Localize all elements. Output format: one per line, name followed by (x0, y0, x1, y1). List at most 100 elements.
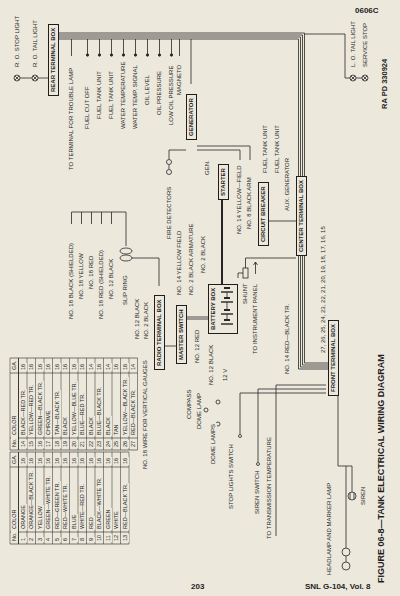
wire-harness (222, 200, 223, 284)
color-table-grid (10, 358, 138, 544)
box-label: CENTER TERMINAL BOX (298, 180, 305, 252)
label-text: SLIP RING (122, 274, 129, 306)
sensor-wire (134, 54, 136, 56)
wire-harness (187, 317, 208, 319)
box-label: BATTERY BOX (210, 288, 217, 330)
label-text: 12 V (222, 368, 229, 382)
front-wire (240, 393, 241, 434)
table-rule (103, 358, 104, 450)
battery-symbol (227, 302, 228, 310)
label-text: SNL G-104, Vol. 8 (304, 582, 372, 592)
table-cell: 22 (88, 440, 95, 448)
label-text: NO. 18 RED (SHIELDED) (98, 249, 105, 320)
table-cell: BLUE—RED TR. (79, 392, 86, 436)
label-text: GEN. (204, 159, 211, 176)
sensor-wire (158, 54, 160, 56)
table-cell: GREEN (105, 508, 112, 530)
lamp-symbol (362, 75, 368, 81)
sensor-wire (87, 39, 88, 56)
battery-symbol (227, 314, 228, 320)
shunt-symbol (243, 268, 248, 278)
table-cell: RED—BLACK TR. (130, 389, 137, 436)
label-text: NO. 14 YELLOW—FIELD (236, 164, 243, 235)
table-rule (129, 452, 130, 544)
table-cell: 9 (88, 537, 95, 542)
table-rule (10, 438, 138, 439)
box-label: RADIO TERMINAL BOX (156, 299, 163, 366)
slip-ring-symbol (120, 248, 132, 254)
front-wire (338, 396, 352, 492)
lamp-symbol (14, 75, 20, 81)
table-rule (10, 450, 138, 451)
label-text: NO. 2 BLACK (143, 301, 150, 340)
table-cell: GA. (11, 454, 18, 465)
table-cell: 21 (79, 440, 86, 448)
table-rule (86, 358, 87, 450)
table-rule (10, 467, 129, 468)
fire-detector-symbol (169, 165, 170, 169)
sensor-wire (111, 39, 112, 56)
table-cell: 25 (113, 440, 120, 448)
label-text: SERVICE STOP (362, 22, 369, 68)
table-cell: 16 (37, 440, 44, 448)
fire-detector-symbol (169, 150, 186, 159)
table-cell: 19 (62, 440, 69, 448)
slip-ring-symbol (111, 212, 112, 224)
label-text: FUEL TANK UNIT (108, 70, 115, 120)
wire (221, 200, 223, 284)
table-cell: 16 (28, 363, 35, 371)
table-cell: TAN—BLACK TR. (54, 390, 61, 436)
lamp-symbol (356, 78, 362, 79)
terminal-box: CENTER TERMINAL BOX (296, 176, 307, 256)
wire (269, 221, 296, 222)
slip-ring-symbol (101, 212, 102, 224)
table-cell: BLUE (71, 514, 78, 530)
table-cell: 16 (79, 363, 86, 371)
terminal-box: RADIO TERMINAL BOX (154, 295, 165, 370)
label-text: NO. 2 BLACK (200, 235, 207, 274)
lamp-symbol (305, 34, 350, 78)
box-label: FRONT TERMINAL BOX (330, 324, 337, 392)
generator-wire (197, 146, 250, 160)
wire (59, 33, 305, 176)
table-cell: RED (88, 516, 95, 530)
terminal-box: STARTER (218, 164, 229, 200)
table-cell: 16 (37, 363, 44, 371)
sensor-wire (179, 39, 180, 56)
table-cell: YELLOW—RED TR. (28, 384, 35, 436)
table-cell: 6 (62, 537, 69, 542)
label-text: OIL LEVEL (144, 74, 151, 106)
lamp-symbol (38, 78, 48, 79)
table-cell: 15 (28, 440, 35, 448)
label-text: SIREN SWITCH (254, 469, 261, 515)
table-cell: 16 (45, 363, 52, 371)
table-cell: 14 (105, 363, 112, 371)
table-cell: 16 (28, 457, 35, 465)
battery-symbol (224, 287, 230, 289)
front-wire (204, 385, 356, 570)
table-cell: 23 (96, 440, 103, 448)
table-rule (35, 452, 36, 544)
table-cell: GREEN—WHITE TR. (45, 475, 52, 530)
table-cell: 8 (79, 537, 86, 542)
wire (187, 317, 208, 318)
label-text: NO. 18 BLACK (SHIELDED) (68, 242, 75, 320)
table-rule (69, 452, 70, 544)
label-text: STOP LIGHTS SWITCH (228, 443, 235, 510)
table-cell: WHITE (113, 510, 120, 530)
sensor-wire (110, 54, 112, 56)
label-text: R. O. TAIL LIGHT (32, 19, 39, 68)
table-cell: 4 (45, 537, 52, 542)
label-text: HEADLAMP AND MARKER LAMP (326, 482, 333, 576)
table-cell: BLACK (88, 416, 95, 436)
label-text: OIL PRESSURE (156, 70, 163, 116)
label-text: WATER TEMP. SIGNAL (132, 64, 139, 130)
sensor-wire (123, 39, 124, 56)
label-text: NO. 2 BLACK ARMATURE (188, 222, 195, 296)
table-cell: No. (11, 437, 18, 448)
front-wire (204, 408, 208, 412)
table-cell: 16 (71, 457, 78, 465)
table-cell: 16 (62, 457, 69, 465)
label-text: MAGNETO (176, 64, 183, 96)
label-text: NO. 14 RED—BLACK TR. (284, 303, 291, 375)
